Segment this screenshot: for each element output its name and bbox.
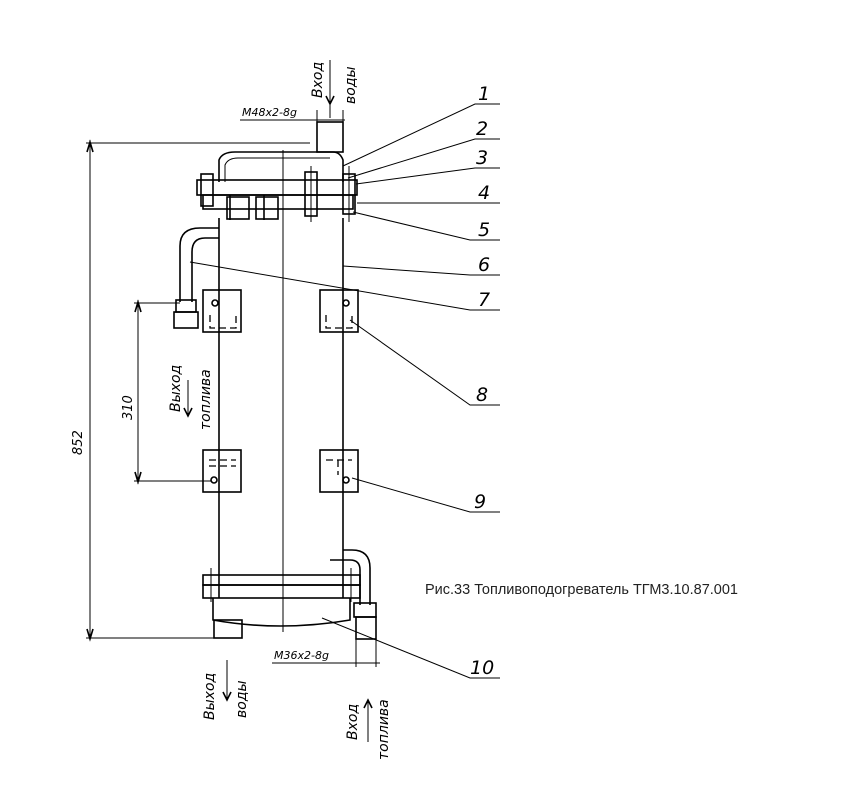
fuel-in-line1: Вход — [345, 704, 361, 740]
dimension-852: 852 — [71, 139, 310, 642]
water-out-line2: воды — [234, 680, 250, 718]
thread-dimension-top: М48х2-8g — [240, 106, 345, 121]
mounting-bracket-left-lower — [202, 449, 242, 493]
callout-9: 9 — [474, 491, 486, 513]
callout-2: 2 — [476, 118, 488, 140]
callout-3: 3 — [476, 147, 488, 169]
dimension-310: 310 — [121, 299, 212, 485]
thread-top-label: М48х2-8g — [242, 106, 297, 119]
mounting-bracket-left-upper — [202, 289, 242, 333]
fuel-inlet-pipe — [330, 549, 377, 640]
fuel-in-line2: топлива — [376, 699, 392, 760]
heater-body — [212, 150, 351, 639]
dimension-310-label: 310 — [121, 395, 136, 420]
figure-caption: Рис.33 Топливоподогреватель ТГМ3.10.87.0… — [425, 582, 738, 598]
flow-label-fuel-in: Вход топлива — [345, 698, 392, 760]
flow-label-water-out: Выход воды — [202, 660, 250, 720]
water-in-line1: Вход — [310, 62, 326, 98]
bottom-flange — [202, 568, 361, 602]
callout-8: 8 — [476, 384, 488, 406]
fuel-outlet-pipe — [173, 227, 219, 329]
dimension-852-label: 852 — [71, 430, 86, 455]
callout-10: 10 — [470, 657, 494, 679]
flow-label-water-in: Вход воды — [310, 62, 359, 104]
callout-5: 5 — [478, 219, 490, 241]
callout-7: 7 — [478, 289, 490, 311]
leader-lines — [189, 103, 500, 679]
fuel-out-line1: Выход — [168, 365, 184, 412]
thread-dimension-bottom: М36х2-8g — [272, 639, 380, 667]
water-in-line2: воды — [343, 66, 359, 104]
fuel-out-line2: топлива — [198, 369, 214, 430]
thread-bottom-label: М36х2-8g — [274, 649, 329, 662]
callout-4: 4 — [478, 182, 490, 204]
water-out-line1: Выход — [202, 673, 218, 720]
mounting-bracket-right-lower — [319, 449, 359, 493]
callout-numbers: 1 2 3 4 5 6 7 8 9 10 — [470, 83, 494, 679]
callout-1: 1 — [478, 83, 490, 105]
flow-label-fuel-out: Выход топлива — [168, 365, 214, 430]
callout-6: 6 — [478, 254, 490, 276]
mounting-bracket-right-upper — [319, 289, 359, 333]
top-cover-assembly — [196, 151, 358, 222]
